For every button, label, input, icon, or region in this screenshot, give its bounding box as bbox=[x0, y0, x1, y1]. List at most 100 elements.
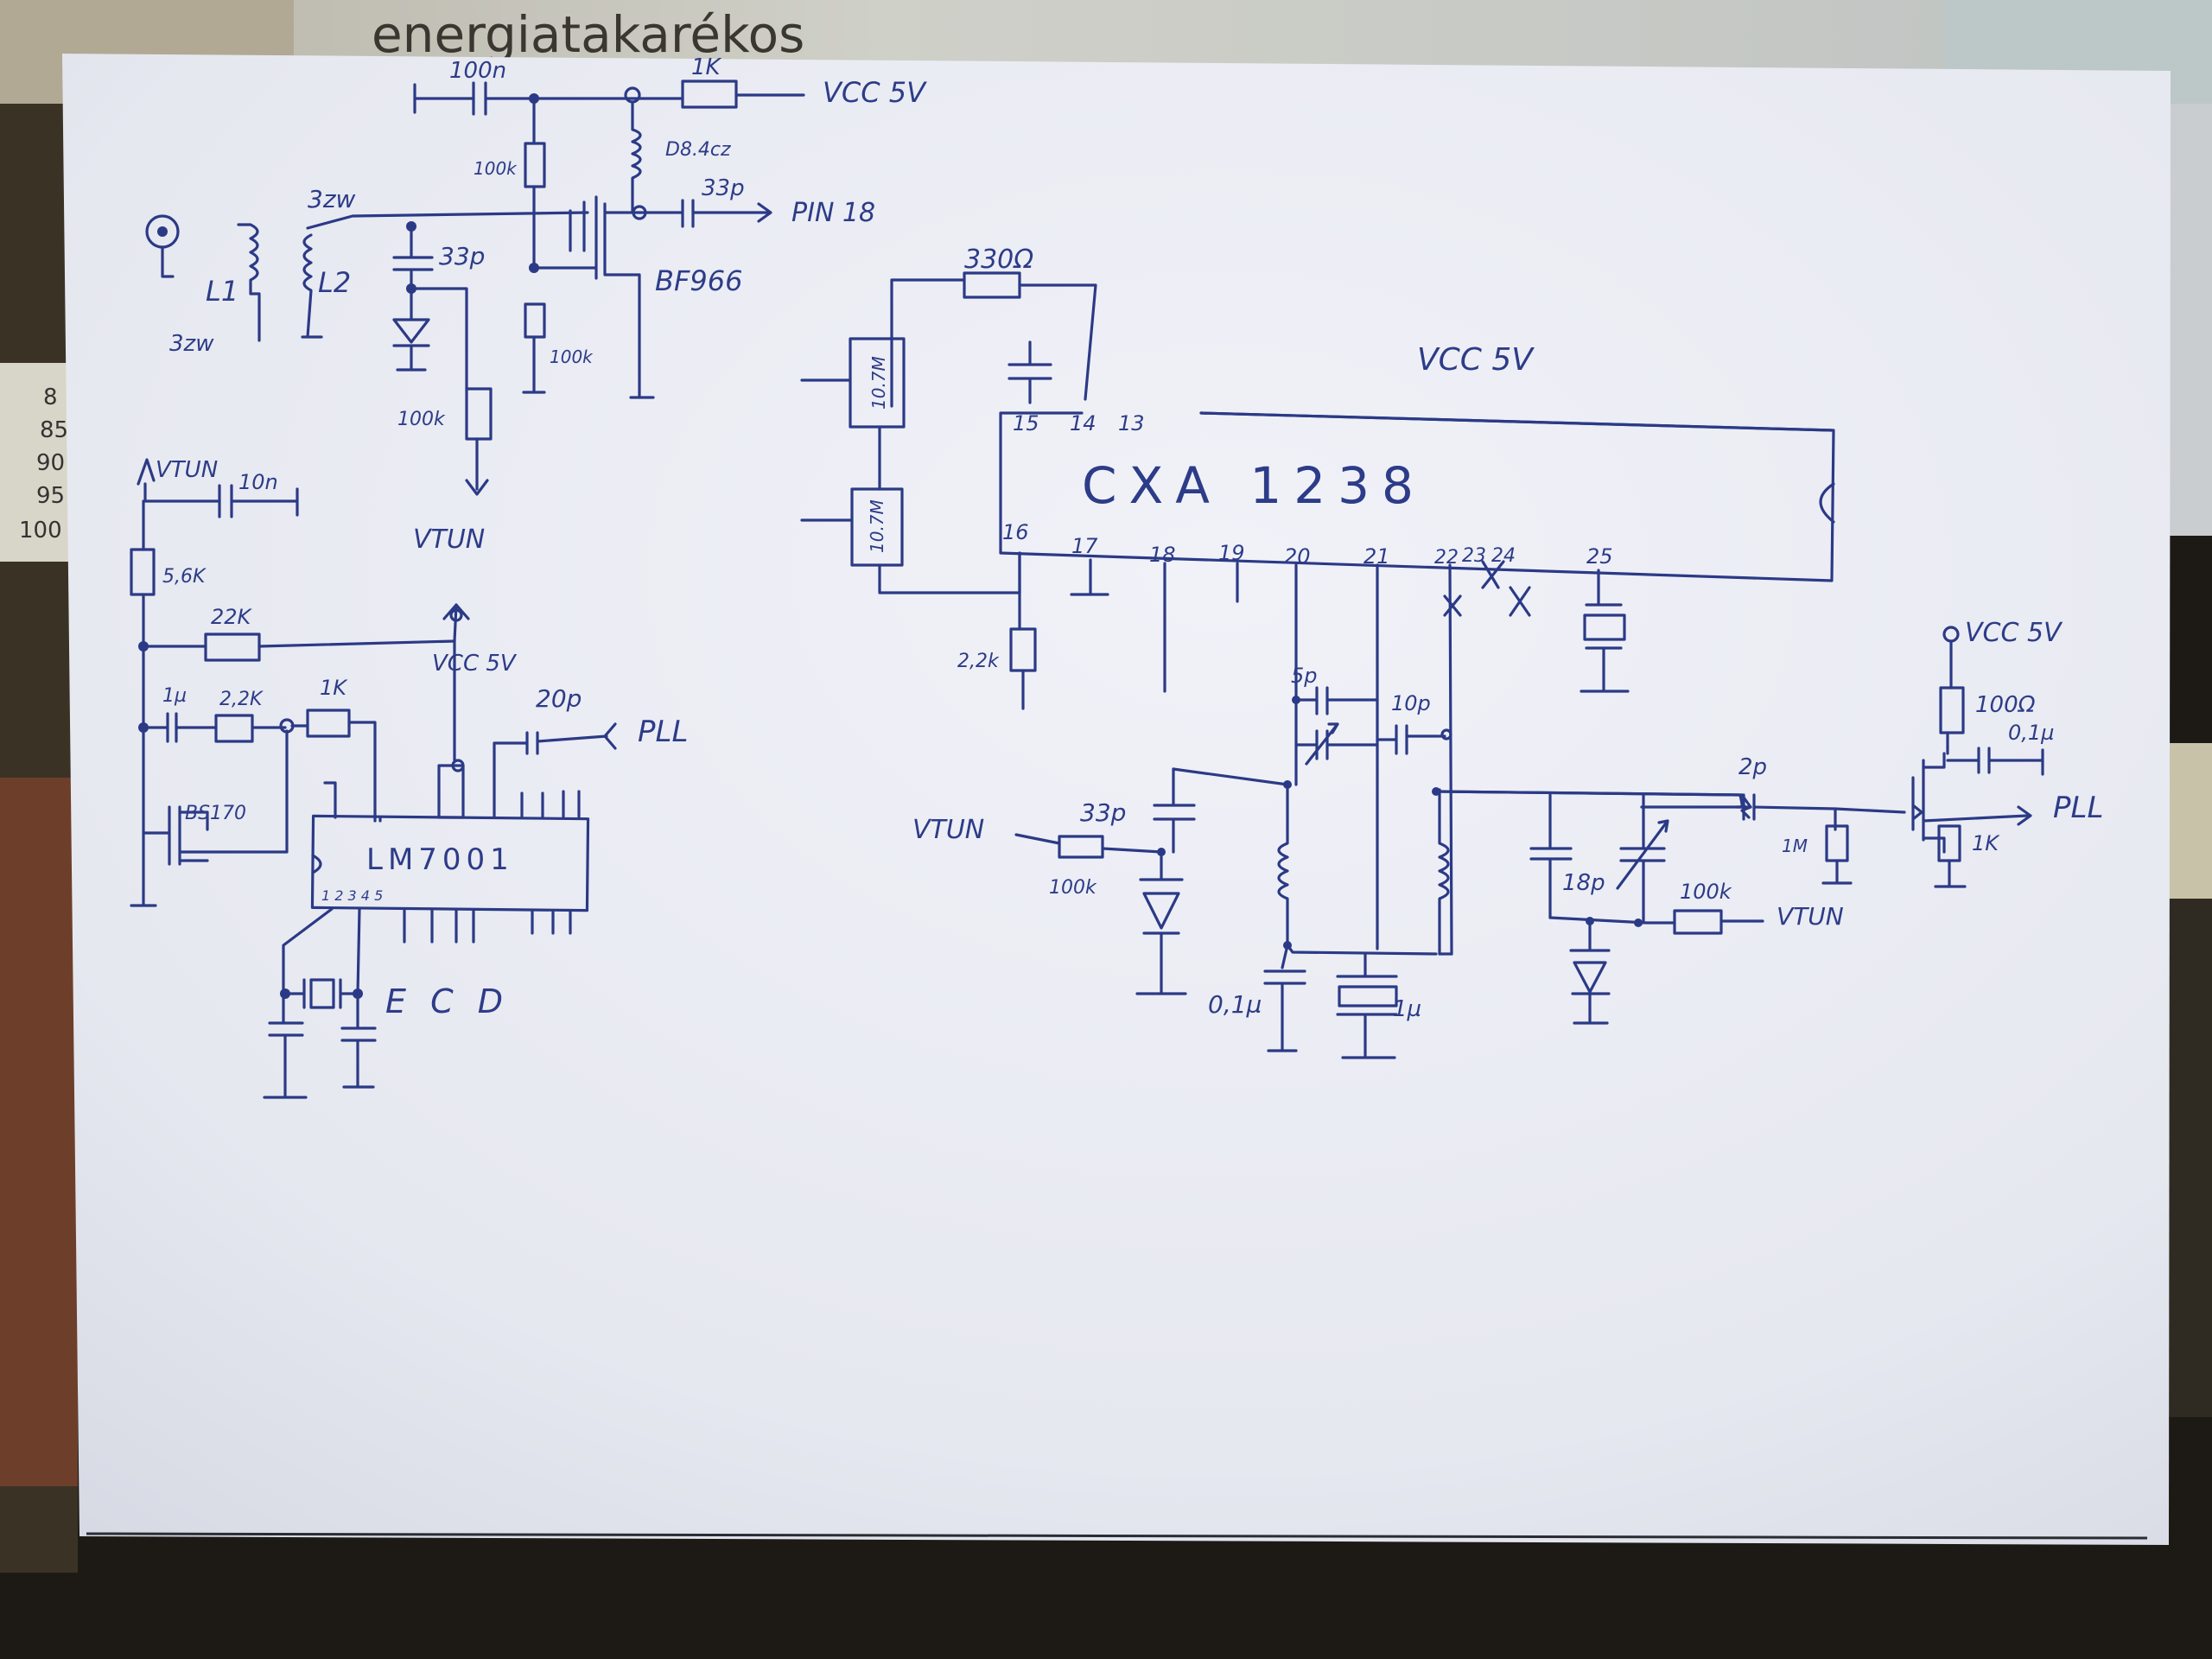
inductor-symbol bbox=[237, 223, 261, 342]
mosfet-symbol bbox=[142, 805, 209, 866]
fet-symbol bbox=[1911, 752, 2029, 854]
label-vcc-lm: VCC 5V bbox=[432, 651, 518, 677]
label-c-var: 33p bbox=[439, 242, 485, 270]
arrow-symbol bbox=[2017, 805, 2032, 826]
svg-text:85: 85 bbox=[40, 417, 68, 443]
label-r-22k: 22K bbox=[211, 605, 253, 629]
ruler: 8 85 90 95 100 bbox=[19, 385, 68, 543]
ceramic-filter-2 bbox=[850, 487, 904, 567]
crystal-symbol bbox=[309, 978, 335, 1009]
pll-section: VTUN 10n 5,6K 22K VCC 5V 1µ 2,2K bbox=[130, 457, 688, 1099]
ic-pin-label: 18 bbox=[1149, 543, 1176, 567]
ceramic-filter-1 bbox=[849, 337, 906, 429]
inductor-symbol bbox=[1277, 828, 1289, 947]
resistor-symbol bbox=[1058, 835, 1104, 859]
background-print: energiatakarékos bbox=[372, 5, 804, 64]
resistor-symbol bbox=[1939, 686, 1965, 734]
capacitor-symbol bbox=[392, 225, 434, 290]
label-vcc-right: VCC 5V bbox=[1965, 618, 2063, 648]
label-r-1m: 1M bbox=[1782, 836, 1808, 856]
label-c-out: 33p bbox=[702, 175, 745, 201]
label-pins-lm: 1 2 3 4 5 bbox=[321, 887, 383, 904]
label-vcc-top: VCC 5V bbox=[823, 76, 927, 109]
label-filter2: 10.7M bbox=[867, 499, 887, 553]
capacitor-symbol bbox=[1946, 747, 2044, 776]
capacitor-symbol bbox=[1294, 686, 1379, 715]
label-ecd: E C D bbox=[385, 982, 510, 1020]
capacitor-symbol bbox=[1640, 793, 1837, 831]
ic-pin-label: 16 bbox=[1002, 520, 1029, 544]
capacitor-symbol bbox=[1153, 804, 1196, 854]
ic-pin-label: 22 bbox=[1434, 547, 1459, 569]
label-l2: L2 bbox=[318, 266, 351, 299]
label-r-vtun: 100k bbox=[397, 409, 446, 430]
varicap-symbol bbox=[1135, 850, 1187, 995]
capacitor-symbol bbox=[1007, 340, 1052, 404]
capacitor-symbol bbox=[142, 712, 218, 743]
label-xtal-1u: 1µ bbox=[1393, 996, 1421, 1022]
capacitor-symbol bbox=[1263, 969, 1306, 1052]
label-filter1: 10.7M bbox=[868, 356, 889, 410]
label-r-top: 1K bbox=[691, 54, 722, 80]
svg-text:95: 95 bbox=[36, 483, 65, 509]
crystal-symbol bbox=[1338, 985, 1398, 1007]
svg-text:90: 90 bbox=[36, 450, 65, 476]
label-vtun-osc: VTUN bbox=[912, 815, 984, 845]
capacitor-symbol bbox=[340, 992, 377, 1089]
label-c-top: 100n bbox=[449, 58, 506, 84]
ic-pin-label: 19 bbox=[1218, 541, 1245, 565]
label-pll-left: PLL bbox=[638, 715, 688, 749]
label-vtun-right: VTUN bbox=[1777, 902, 1844, 931]
ground-symbol bbox=[413, 83, 475, 114]
ic-pin-label: 25 bbox=[1586, 544, 1613, 569]
arrow-symbol bbox=[137, 458, 156, 486]
crystal-symbol bbox=[1583, 613, 1626, 641]
label-r-bias2: 100k bbox=[550, 346, 594, 367]
svg-text:100: 100 bbox=[19, 518, 62, 543]
label-pin18: PIN 18 bbox=[791, 198, 875, 228]
fet-symbol bbox=[532, 195, 641, 399]
resistor-symbol bbox=[465, 387, 493, 441]
label-c-1u: 1µ bbox=[162, 685, 187, 707]
label-vtun-left: VTUN bbox=[156, 457, 218, 483]
capacitor-symbol bbox=[638, 199, 762, 228]
label-fet: BF966 bbox=[655, 264, 742, 297]
arrow-symbol bbox=[1911, 804, 1923, 821]
label-c-18p: 18p bbox=[1562, 870, 1605, 896]
label-l1: L1 bbox=[206, 275, 238, 308]
trimmer-cap-symbol bbox=[1294, 722, 1379, 766]
label-vtun-top: VTUN bbox=[413, 524, 485, 555]
arrow-symbol bbox=[603, 722, 617, 750]
arrow-symbol bbox=[757, 202, 772, 223]
label-r-osc: 100k bbox=[1049, 877, 1097, 899]
label-r-1k-b: 1K bbox=[320, 676, 348, 700]
label-r-bias1: 100k bbox=[474, 158, 518, 179]
label-r-1k-r: 1K bbox=[1972, 831, 2000, 855]
svg-text:8: 8 bbox=[43, 385, 58, 410]
ic-pin-label: 13 bbox=[1118, 411, 1145, 435]
label-c-01u-r: 0,1µ bbox=[2008, 721, 2054, 745]
label-c-20p: 20p bbox=[536, 684, 582, 713]
label-coil-top: 3zw bbox=[308, 185, 356, 213]
ic-pin-label: 17 bbox=[1071, 534, 1098, 558]
oscillator-section: 5p 10p 33p VTUN 100k 0,1µ bbox=[912, 618, 2103, 1059]
schematic: 100n 1K VCC 5V 100k D8.4cz 33p PIN 18 BF… bbox=[130, 54, 2103, 1099]
inductor-symbol bbox=[631, 100, 642, 214]
inductor-symbol bbox=[301, 233, 323, 339]
ic-pin-label: 14 bbox=[1070, 411, 1096, 435]
paper-edge-line bbox=[86, 1532, 2148, 1540]
label-c-2p: 2p bbox=[1738, 754, 1767, 780]
ic-notch bbox=[1819, 482, 1835, 524]
rf-frontend: 100n 1K VCC 5V 100k D8.4cz 33p PIN 18 BF… bbox=[145, 54, 927, 555]
ic-pin-label: 15 bbox=[1013, 411, 1039, 435]
label-c-5p: 5p bbox=[1291, 664, 1318, 688]
capacitor-symbol bbox=[525, 731, 608, 755]
varicap-symbol bbox=[392, 287, 430, 372]
label-ic-main: CXA 1238 bbox=[1082, 456, 1426, 515]
label-r-22k-b: 2,2K bbox=[219, 689, 264, 710]
trimmer-cap-symbol bbox=[1616, 793, 1669, 925]
label-c-01u: 0,1µ bbox=[1208, 990, 1262, 1019]
ic-cxa1238: CXA 1238 VCC 5V 15 14 13 16 17 18 19 20 … bbox=[800, 245, 1835, 956]
label-choke: D8.4cz bbox=[665, 139, 731, 161]
